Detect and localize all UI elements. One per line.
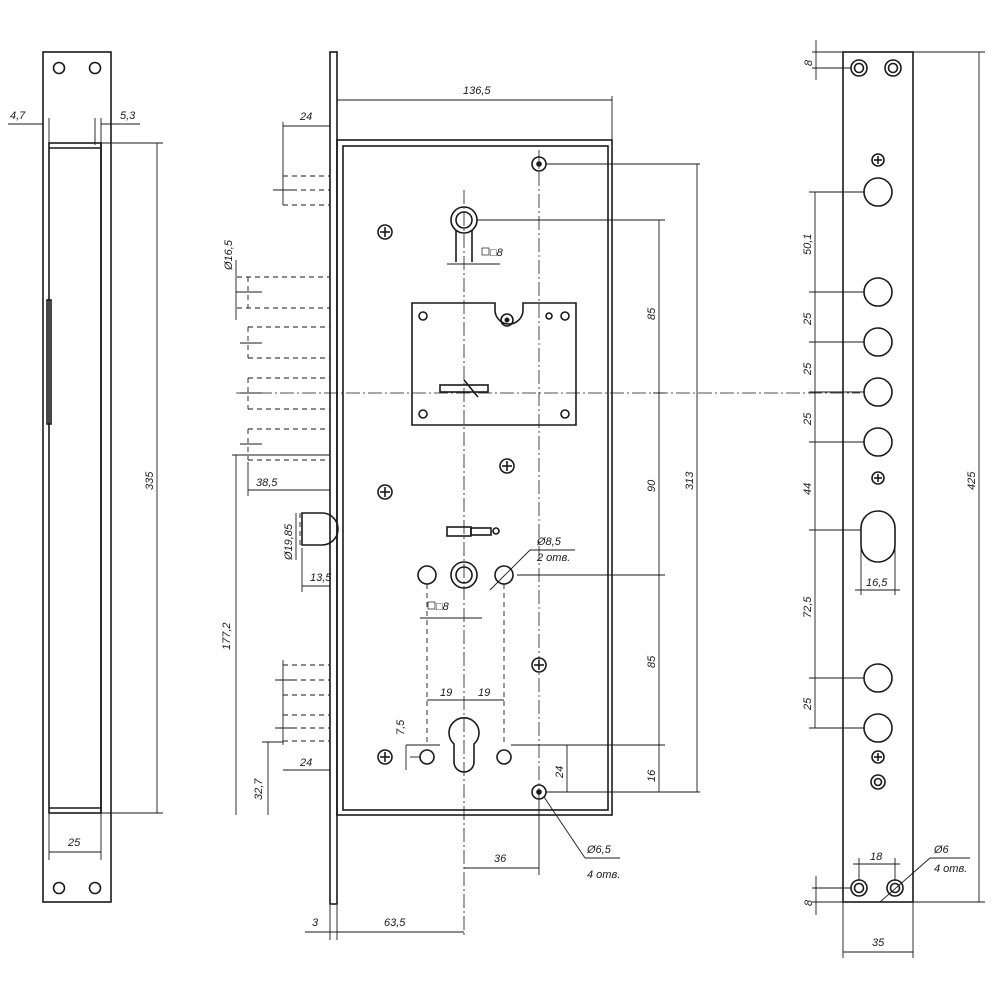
screw-hole-icon <box>850 59 868 77</box>
lower-spindle: Ø8,5 2 отв. □8 19 19 <box>417 536 665 745</box>
dim-8-top: 8 <box>803 59 815 66</box>
screw-icon <box>531 657 547 673</box>
dim-425: 425 <box>966 471 978 490</box>
dim-24-bottom: 24 <box>299 757 312 769</box>
dim-24-cylinder: 24 <box>554 766 566 779</box>
main-faceplate-edge <box>329 51 338 905</box>
dim-35: 35 <box>872 937 885 949</box>
dim-hole-8-5: Ø8,5 <box>536 536 562 548</box>
dim-7-5: 7,5 <box>395 719 407 735</box>
screw-icon <box>871 471 885 485</box>
bolt-hole <box>863 177 893 207</box>
screw-icon <box>871 153 885 167</box>
dim-25-a: 25 <box>802 312 814 326</box>
screw-icon <box>499 458 515 474</box>
dim-25-b: 25 <box>802 362 814 376</box>
main-case-inner <box>342 145 609 811</box>
bolt-hole <box>863 663 893 693</box>
dim-square-bottom: □8 <box>436 601 450 613</box>
dim-19-right: 19 <box>478 687 490 699</box>
cylinder-cutout: 7,5 24 <box>395 717 700 793</box>
main-case-outer <box>336 139 613 816</box>
main-bottom-dimensions: 36 3 63,5 Ø6,5 4 отв. <box>305 796 620 940</box>
main-lock-view: 136,5 24 Ø16,5 <box>221 51 860 940</box>
left-slot <box>46 299 52 425</box>
left-case-body <box>48 142 102 814</box>
dim-44: 44 <box>802 483 814 495</box>
dim-63-5: 63,5 <box>384 917 406 929</box>
dim-13-5: 13,5 <box>310 572 332 584</box>
dim-25-d: 25 <box>802 697 814 711</box>
top-spindle: □8 <box>447 206 665 265</box>
dim-25-c: 25 <box>802 412 814 426</box>
bolt-hole <box>863 713 893 743</box>
dim-90: 90 <box>646 479 658 492</box>
left-side-view: 4,7 5,3 335 25 <box>8 51 163 903</box>
left-screw-hole <box>52 61 66 75</box>
dim-16: 16 <box>646 769 658 782</box>
bolt-hole <box>863 377 893 407</box>
dim-177-2: 177,2 <box>221 622 233 650</box>
dim-hole-6: Ø6 <box>933 844 950 856</box>
dim-335: 335 <box>144 471 156 490</box>
dim-bolt-diameter: Ø16,5 <box>223 239 235 271</box>
dim-25-width: 25 <box>67 837 81 849</box>
dim-hole-6-5-count: 4 отв. <box>587 869 620 881</box>
dim-4-7: 4,7 <box>10 110 26 122</box>
dim-72-5: 72,5 <box>802 596 814 618</box>
dim-36: 36 <box>494 853 507 865</box>
dim-16-5: 16,5 <box>866 577 888 589</box>
dim-38-5: 38,5 <box>256 477 278 489</box>
left-screw-hole <box>88 881 102 895</box>
dim-hole-6-5: Ø6,5 <box>586 844 612 856</box>
dim-85-bottom: 85 <box>646 655 658 668</box>
latch-lever <box>446 526 500 537</box>
bolt-hole <box>863 427 893 457</box>
dim-85-top: 85 <box>646 307 658 320</box>
dim-18: 18 <box>870 851 883 863</box>
dim-313: 313 <box>684 471 696 490</box>
left-screw-hole <box>88 61 102 75</box>
left-screw-hole <box>52 881 66 895</box>
screw-icon <box>377 749 393 765</box>
dim-24-top: 24 <box>299 111 312 123</box>
right-faceplate <box>842 51 914 903</box>
screw-icon <box>377 484 393 500</box>
case-screws <box>377 156 547 800</box>
bolt-hole <box>863 327 893 357</box>
left-faceplate <box>42 51 112 903</box>
right-faceplate-view: 8 16,5 50,1 <box>802 40 985 958</box>
dim-19-left: 19 <box>440 687 452 699</box>
dim-latch-diameter: Ø19,85 <box>283 523 295 561</box>
screw-hole-icon <box>884 59 902 77</box>
dim-8-bottom: 8 <box>803 899 815 906</box>
dim-hole-6-count: 4 отв. <box>934 863 967 875</box>
latch-slot <box>860 510 896 563</box>
dim-32-7: 32,7 <box>253 778 265 800</box>
dim-3: 3 <box>312 917 319 929</box>
dim-50-1: 50,1 <box>802 234 814 255</box>
latch-bolt <box>301 512 339 546</box>
dim-hole-8-5-count: 2 отв. <box>536 552 570 564</box>
screw-icon <box>377 224 393 240</box>
screw-icon <box>871 750 885 764</box>
screw-hole-icon <box>870 774 886 790</box>
dim-136-5: 136,5 <box>463 85 491 97</box>
main-bolts: 24 Ø16,5 <box>221 111 339 815</box>
dim-square-top: □8 <box>490 247 504 259</box>
screw-hole-icon <box>850 879 868 897</box>
bolt-hole <box>863 277 893 307</box>
dim-5-3: 5,3 <box>120 110 136 122</box>
gear-plate <box>411 302 577 426</box>
main-right-dimensions: 85 90 85 16 313 <box>546 163 700 792</box>
